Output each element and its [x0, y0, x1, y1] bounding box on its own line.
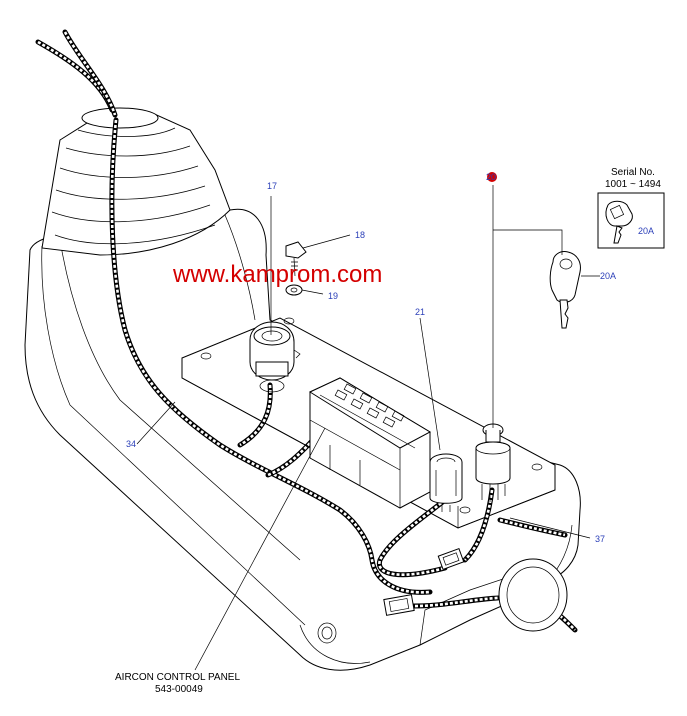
connectors: [383, 548, 465, 616]
panel-caption-part-no: 543-00049: [155, 684, 203, 695]
leader-34: [136, 401, 176, 445]
callout-18: 18: [355, 230, 365, 240]
callout-21: 21: [415, 307, 425, 317]
callout-20a: 20A: [600, 271, 616, 281]
leader-21: [419, 317, 441, 451]
serial-range: 1001 ~ 1494: [605, 179, 661, 190]
top-cable: [35, 29, 118, 118]
leader-19: [301, 289, 324, 295]
round-port: [317, 558, 568, 644]
horn-17: [249, 321, 301, 393]
panel-caption-name: AIRCON CONTROL PANEL: [115, 672, 240, 683]
callout-37: 37: [595, 534, 605, 544]
callout-34: 34: [126, 439, 136, 449]
leader-20-key: [493, 229, 563, 255]
leader-18: [302, 234, 351, 249]
callout-20a-inset: 20A: [638, 226, 654, 236]
callout-17: 17: [267, 181, 277, 191]
connector-b: [383, 594, 415, 616]
lever-boot: [41, 107, 231, 256]
callout-19: 19: [328, 291, 338, 301]
ignition-switch-20: [475, 423, 511, 502]
callout-marker-20: [487, 172, 497, 182]
lighter-21: [429, 453, 463, 512]
serial-inset: [597, 192, 665, 249]
leader-lines: [136, 185, 600, 671]
washer-19: [285, 284, 303, 296]
callout-20: 20: [486, 172, 496, 182]
screw-18: [285, 241, 307, 277]
leader-37: [509, 517, 591, 539]
serial-title: Serial No.: [611, 167, 655, 178]
watermark: www.kamprom.com: [172, 261, 382, 288]
connector-a: [437, 548, 465, 570]
leader-panel: [194, 427, 326, 671]
key-20a: [549, 251, 581, 329]
